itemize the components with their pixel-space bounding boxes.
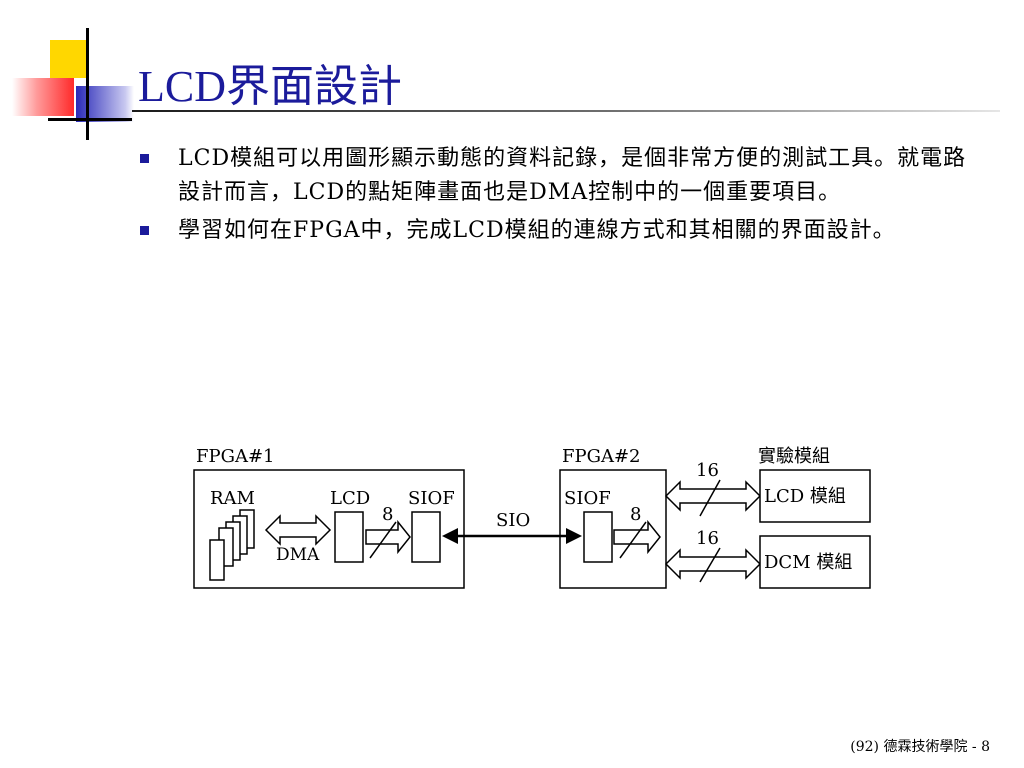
- block-diagram: FPGA#1 RAM DMA LCD 8 SIOF SIO FPGA#2 SIO…: [193, 446, 871, 589]
- sio-arrow-right: [566, 528, 582, 544]
- siof1-register: [411, 511, 441, 563]
- dma-double-arrow: [264, 514, 332, 546]
- bullet-item: LCD模組可以用圖形顯示動態的資料記錄，是個非常方便的測試工具。就電路設計而言，…: [140, 142, 980, 210]
- bus-slash-1: [369, 521, 397, 559]
- fpga2-title: FPGA#2: [562, 446, 641, 467]
- ram-stack-icon: [209, 509, 255, 581]
- fpga2-box: [559, 469, 667, 589]
- siof2-out-arrow: [613, 519, 661, 555]
- bus-width-8-b: 8: [630, 504, 641, 525]
- lcd-register: [334, 511, 364, 563]
- bus-slash-3: [699, 479, 721, 517]
- siof2-label: SIOF: [564, 488, 611, 509]
- deco-vertical-line: [86, 28, 89, 140]
- fpga1-title: FPGA#1: [196, 446, 275, 467]
- deco-yellow-square: [50, 40, 88, 78]
- slide-title: LCD界面設計: [138, 62, 402, 111]
- fpga1-box: [193, 469, 465, 589]
- dcm-module-double-arrow: [664, 548, 762, 580]
- lcd-module-box: [759, 469, 871, 523]
- lcd-module-double-arrow: [664, 480, 762, 512]
- deco-red-square: [12, 78, 74, 116]
- bus-width-16-a: 16: [696, 460, 719, 481]
- bullet-text: LCD模組可以用圖形顯示動態的資料記錄，是個非常方便的測試工具。就電路設計而言，…: [178, 146, 967, 205]
- bus-width-8-a: 8: [382, 504, 393, 525]
- modules-title: 實驗模組: [758, 446, 830, 467]
- siof1-label: SIOF: [408, 488, 455, 509]
- dcm-module-label: DCM 模組: [764, 552, 852, 573]
- sio-label: SIO: [496, 510, 530, 531]
- dma-label: DMA: [276, 545, 320, 565]
- title-underline: [132, 110, 1000, 112]
- bus-slash-4: [699, 547, 721, 583]
- ram-label: RAM: [210, 488, 255, 509]
- bullet-list: LCD模組可以用圖形顯示動態的資料記錄，是個非常方便的測試工具。就電路設計而言，…: [140, 142, 980, 248]
- bullet-text: 學習如何在FPGA中，完成LCD模組的連線方式和其相關的界面設計。: [178, 218, 896, 243]
- deco-horizontal-line: [48, 118, 132, 121]
- bus-width-16-b: 16: [696, 528, 719, 549]
- lcd-module-label: LCD 模組: [764, 486, 846, 507]
- siof2-register: [583, 511, 613, 563]
- square-bullet-icon: [140, 154, 149, 163]
- lcd-to-siof-arrow: [365, 519, 411, 555]
- bullet-item: 學習如何在FPGA中，完成LCD模組的連線方式和其相關的界面設計。: [140, 214, 980, 248]
- bus-slash-2: [619, 521, 647, 559]
- deco-blue-square: [76, 86, 134, 122]
- dcm-module-box: [759, 535, 871, 589]
- square-bullet-icon: [140, 226, 149, 235]
- sio-arrow-left: [442, 528, 458, 544]
- footer-page-number: (92) 德霖技術學院 - 8: [850, 739, 990, 755]
- lcd-block-label: LCD: [330, 488, 370, 509]
- corner-decoration: [0, 0, 140, 150]
